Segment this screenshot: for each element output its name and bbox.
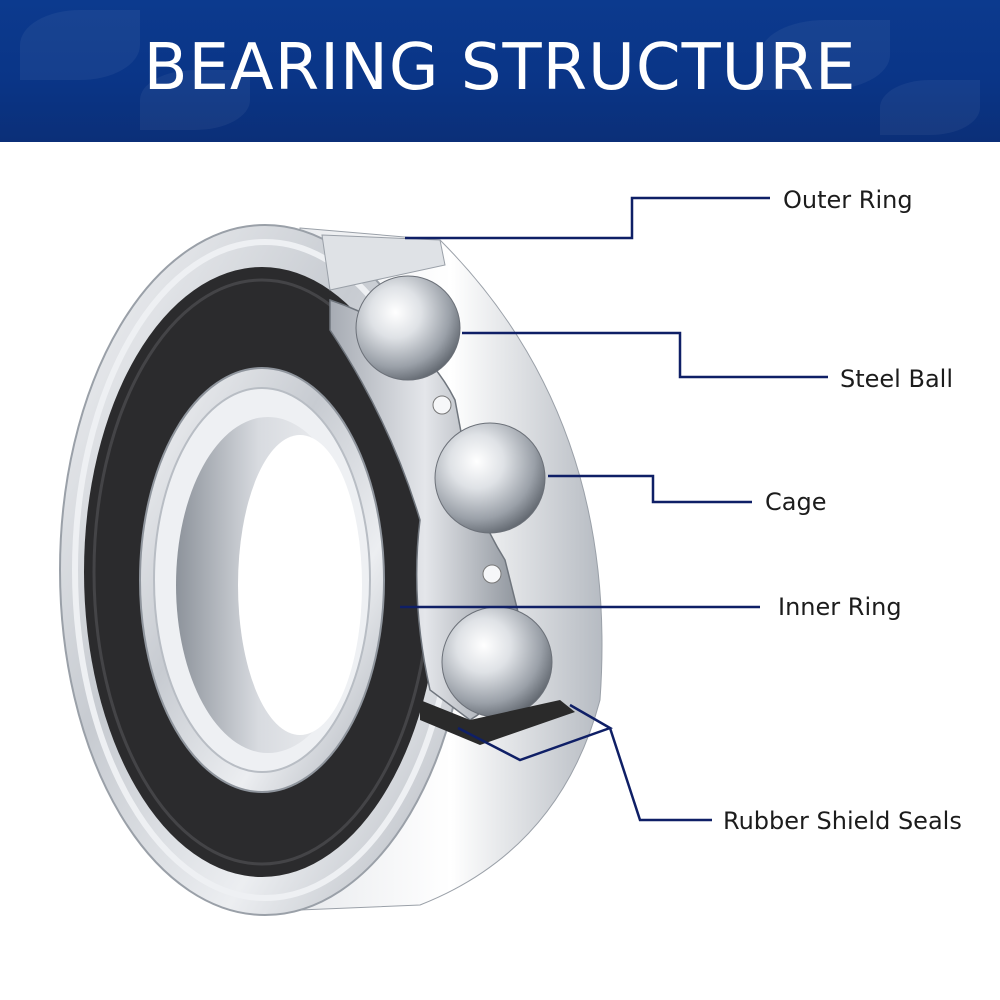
leader-lines [400, 196, 828, 822]
bore-opening [238, 435, 362, 735]
steel-ball [441, 606, 553, 718]
label-outer-ring: Outer Ring [783, 186, 913, 214]
rubber-seal-leader [457, 703, 613, 762]
rubber-seal-leader-drop [608, 727, 712, 822]
outer-ring-leader [405, 196, 770, 240]
cage-rivet [482, 564, 502, 584]
seal-cross-section [420, 700, 575, 745]
label-rubber-shield-seals: Rubber Shield Seals [723, 807, 962, 835]
label-cage: Cage [765, 488, 827, 516]
cage-rivet [432, 395, 452, 415]
cage-leader [548, 474, 752, 504]
steel-ball [355, 275, 461, 381]
leaf-pattern [760, 20, 890, 90]
label-inner-ring: Inner Ring [778, 593, 902, 621]
leaf-pattern [880, 80, 980, 135]
leaf-pattern [140, 70, 250, 130]
title-banner: BEARING STRUCTURE [0, 0, 1000, 142]
outer-ring-cut [321, 234, 446, 291]
leaf-pattern [20, 10, 140, 80]
steel-ball-leader [462, 331, 828, 379]
page-title: BEARING STRUCTURE [143, 31, 857, 105]
label-steel-ball: Steel Ball [840, 365, 953, 393]
steel-ball [434, 422, 546, 534]
